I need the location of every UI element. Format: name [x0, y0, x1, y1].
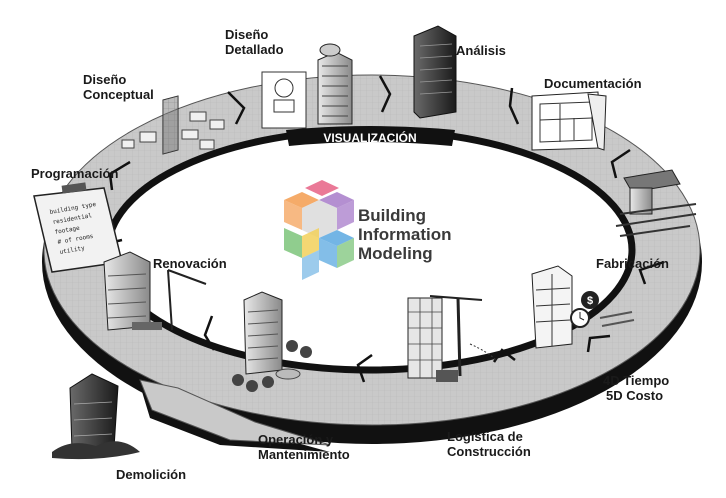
visualizacion-ribbon: VISUALIZACIÓN	[286, 126, 455, 146]
clipboard-illustration: building type residential footage # of r…	[33, 182, 123, 273]
label-line: 4D Tiempo	[603, 373, 670, 388]
operation-illustration	[232, 291, 312, 392]
stage-label-renovacion: Renovación	[153, 256, 227, 271]
label-line: Diseño	[83, 72, 127, 87]
demolition-illustration	[52, 373, 140, 460]
bim-title-line: Information	[358, 225, 452, 244]
label-line: Construcción	[447, 444, 531, 459]
stage-label-demolicion: Demolición	[116, 467, 186, 482]
clipboard-line: footage	[54, 225, 80, 236]
stage-label-diseno-detallado: Diseño Detallado	[225, 27, 284, 57]
stage-label-documentacion: Documentación	[544, 76, 642, 91]
clipboard-line: utility	[59, 245, 85, 256]
label-line: Programación	[31, 166, 119, 181]
label-line: Diseño	[225, 27, 269, 42]
label-line: Detallado	[225, 42, 284, 57]
label-line: 5D Costo	[606, 388, 664, 403]
stage-label-analisis: Análisis	[456, 43, 506, 58]
stage-label-programacion: Programación	[31, 166, 118, 181]
label-line: Análisis	[456, 43, 506, 58]
svg-text:$: $	[587, 295, 593, 307]
bim-title-line: Modeling	[358, 244, 433, 263]
stage-label-fabricacion: Fabricación	[596, 256, 669, 271]
bim-title: Building Information Modeling	[358, 206, 452, 263]
ribbon-label: VISUALIZACIÓN	[323, 130, 416, 145]
cost-time-illustration: $	[531, 265, 635, 349]
label-line: Mantenimiento	[258, 447, 350, 462]
renovation-illustration	[103, 251, 207, 331]
stage-label-tiempo-costo: 4D Tiempo 5D Costo	[603, 373, 669, 403]
label-line: Demolición	[116, 467, 187, 482]
floor-plan-illustration	[531, 91, 607, 151]
label-line: Renovación	[153, 256, 227, 271]
label-line: Operación y	[258, 432, 334, 447]
label-line: Logística de	[447, 429, 523, 444]
stage-label-diseno-conceptual: Diseño Conceptual	[83, 72, 154, 102]
bim-cube-logo	[284, 180, 354, 280]
fabrication-illustration	[615, 169, 697, 237]
label-line: Fabricación	[596, 256, 669, 271]
stage-label-logistica: Logística de Construcción	[447, 429, 531, 459]
analysis-tower-illustration	[413, 25, 457, 119]
conceptual-massing-illustration	[121, 95, 225, 155]
bim-title-line: Building	[358, 206, 426, 225]
detailed-design-illustration	[261, 43, 353, 129]
label-line: Conceptual	[83, 87, 154, 102]
stage-label-operacion: Operación y Mantenimiento	[258, 432, 350, 462]
label-line: Documentación	[544, 76, 642, 91]
construction-crane-illustration	[407, 295, 497, 382]
